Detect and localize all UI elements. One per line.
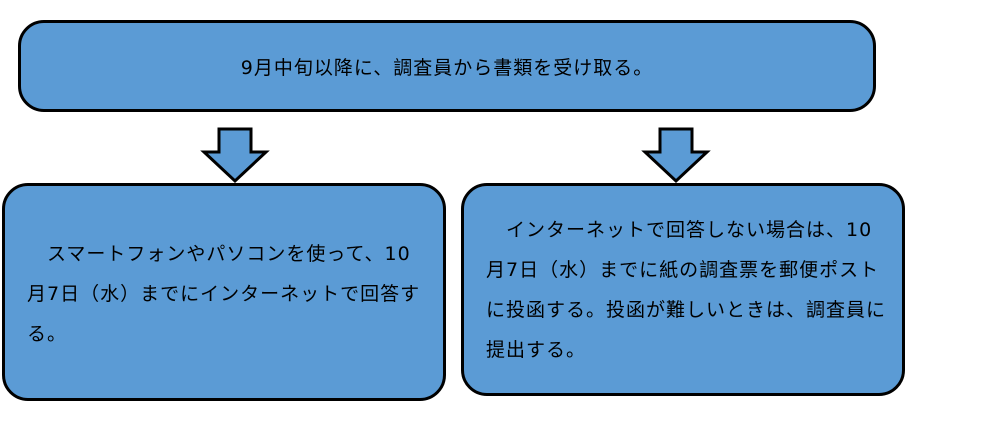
- down-arrow-icon: [200, 127, 270, 184]
- step-box-receive-documents: 9月中旬以降に、調査員から書類を受け取る。: [18, 20, 876, 112]
- down-arrow-shape: [641, 127, 711, 184]
- option-text-paper: インターネットで回答しない場合は、10 月7日（水）までに紙の調査票を郵便ポスト…: [486, 219, 893, 361]
- option-text-internet: スマートフォンやパソコンを使って、10 月7日（水）までにインターネットで回答す…: [27, 243, 431, 345]
- step-text-receive-documents: 9月中旬以降に、調査員から書類を受け取る。: [240, 56, 654, 79]
- down-arrow-shape: [200, 127, 270, 184]
- down-arrow-icon: [641, 127, 711, 184]
- option-box-internet: スマートフォンやパソコンを使って、10 月7日（水）までにインターネットで回答す…: [2, 183, 446, 401]
- option-box-paper: インターネットで回答しない場合は、10 月7日（水）までに紙の調査票を郵便ポスト…: [461, 183, 905, 396]
